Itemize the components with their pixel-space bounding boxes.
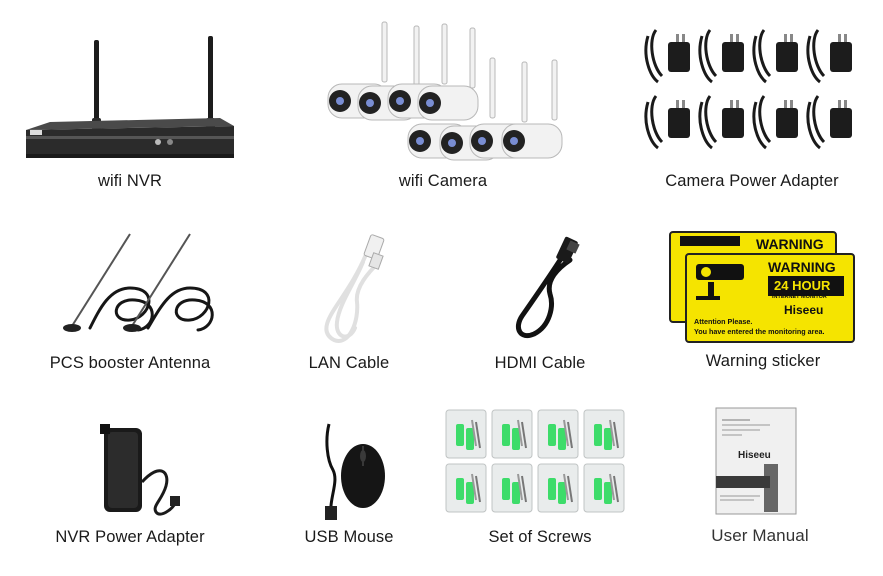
hdmi-cable-image — [516, 236, 580, 338]
screw-packet — [583, 463, 625, 513]
sticker-warning: WARNING — [768, 259, 836, 275]
screw-packet — [537, 409, 579, 459]
item-user-manual: Hiseeu User Manual — [680, 406, 840, 552]
item-label: Camera Power Adapter — [665, 172, 839, 190]
camera-image — [327, 21, 563, 161]
usb-mouse-image — [325, 423, 385, 520]
screw-packet — [491, 409, 533, 459]
adapter-unit — [752, 29, 798, 84]
item-label: NVR Power Adapter — [55, 528, 205, 546]
lan-cable-image — [324, 234, 385, 343]
manual-brand: Hiseeu — [738, 450, 771, 461]
item-label: Warning sticker — [705, 352, 821, 370]
item-hdmi-cable: HDMI Cable — [480, 236, 600, 378]
item-nvr-power-adapter: NVR Power Adapter — [30, 422, 230, 552]
item-label: LAN Cable — [308, 354, 390, 372]
item-label: wifi NVR — [97, 172, 163, 190]
sticker-back-warning: WARNING — [756, 236, 824, 252]
item-label: wifi Camera — [398, 172, 488, 190]
adapter-unit — [698, 29, 744, 84]
item-label: User Manual — [711, 526, 809, 545]
screw-packet — [491, 463, 533, 513]
antenna-image — [63, 233, 214, 332]
item-wifi-nvr: wifi NVR — [20, 30, 240, 200]
item-set-of-screws: Set of Screws — [440, 408, 640, 552]
item-booster-antenna: PCS booster Antenna — [30, 228, 230, 378]
nvr-image — [26, 36, 234, 158]
item-lan-cable: LAN Cable — [289, 232, 409, 378]
item-usb-mouse: USB Mouse — [289, 420, 409, 552]
power-adapter-image — [644, 29, 852, 150]
item-warning-sticker: WARNING WARNING 24 HOUR INTERNET MONITOR… — [668, 230, 858, 378]
screw-packet — [537, 463, 579, 513]
adapter-unit — [644, 29, 690, 84]
nvr-adapter-image — [100, 424, 180, 516]
item-label: PCS booster Antenna — [49, 354, 211, 372]
sticker-hours: 24 HOUR — [774, 278, 831, 293]
item-wifi-camera: wifi Camera — [318, 14, 568, 200]
screw-packet — [445, 463, 487, 513]
adapter-unit — [752, 95, 798, 150]
screw-packet — [583, 409, 625, 459]
screw-packet — [445, 409, 487, 459]
item-label: Set of Screws — [488, 528, 592, 546]
adapter-unit — [806, 95, 852, 150]
user-manual-image: Hiseeu — [715, 407, 797, 515]
adapter-unit — [698, 95, 744, 150]
sticker-brand: Hiseeu — [784, 303, 823, 317]
adapter-unit — [806, 29, 852, 84]
adapter-unit — [644, 95, 690, 150]
item-label: USB Mouse — [304, 528, 394, 546]
item-camera-power-adapter: Camera Power Adapter — [638, 22, 866, 200]
item-label: HDMI Cable — [494, 354, 586, 372]
sticker-attention: Attention Please. — [694, 317, 752, 326]
sticker-monitor: INTERNET MONITOR — [772, 294, 827, 300]
warning-sticker-image: WARNING WARNING 24 HOUR INTERNET MONITOR… — [669, 231, 855, 343]
sticker-notice: You have entered the monitoring area. — [694, 327, 824, 336]
screws-image — [445, 409, 625, 513]
